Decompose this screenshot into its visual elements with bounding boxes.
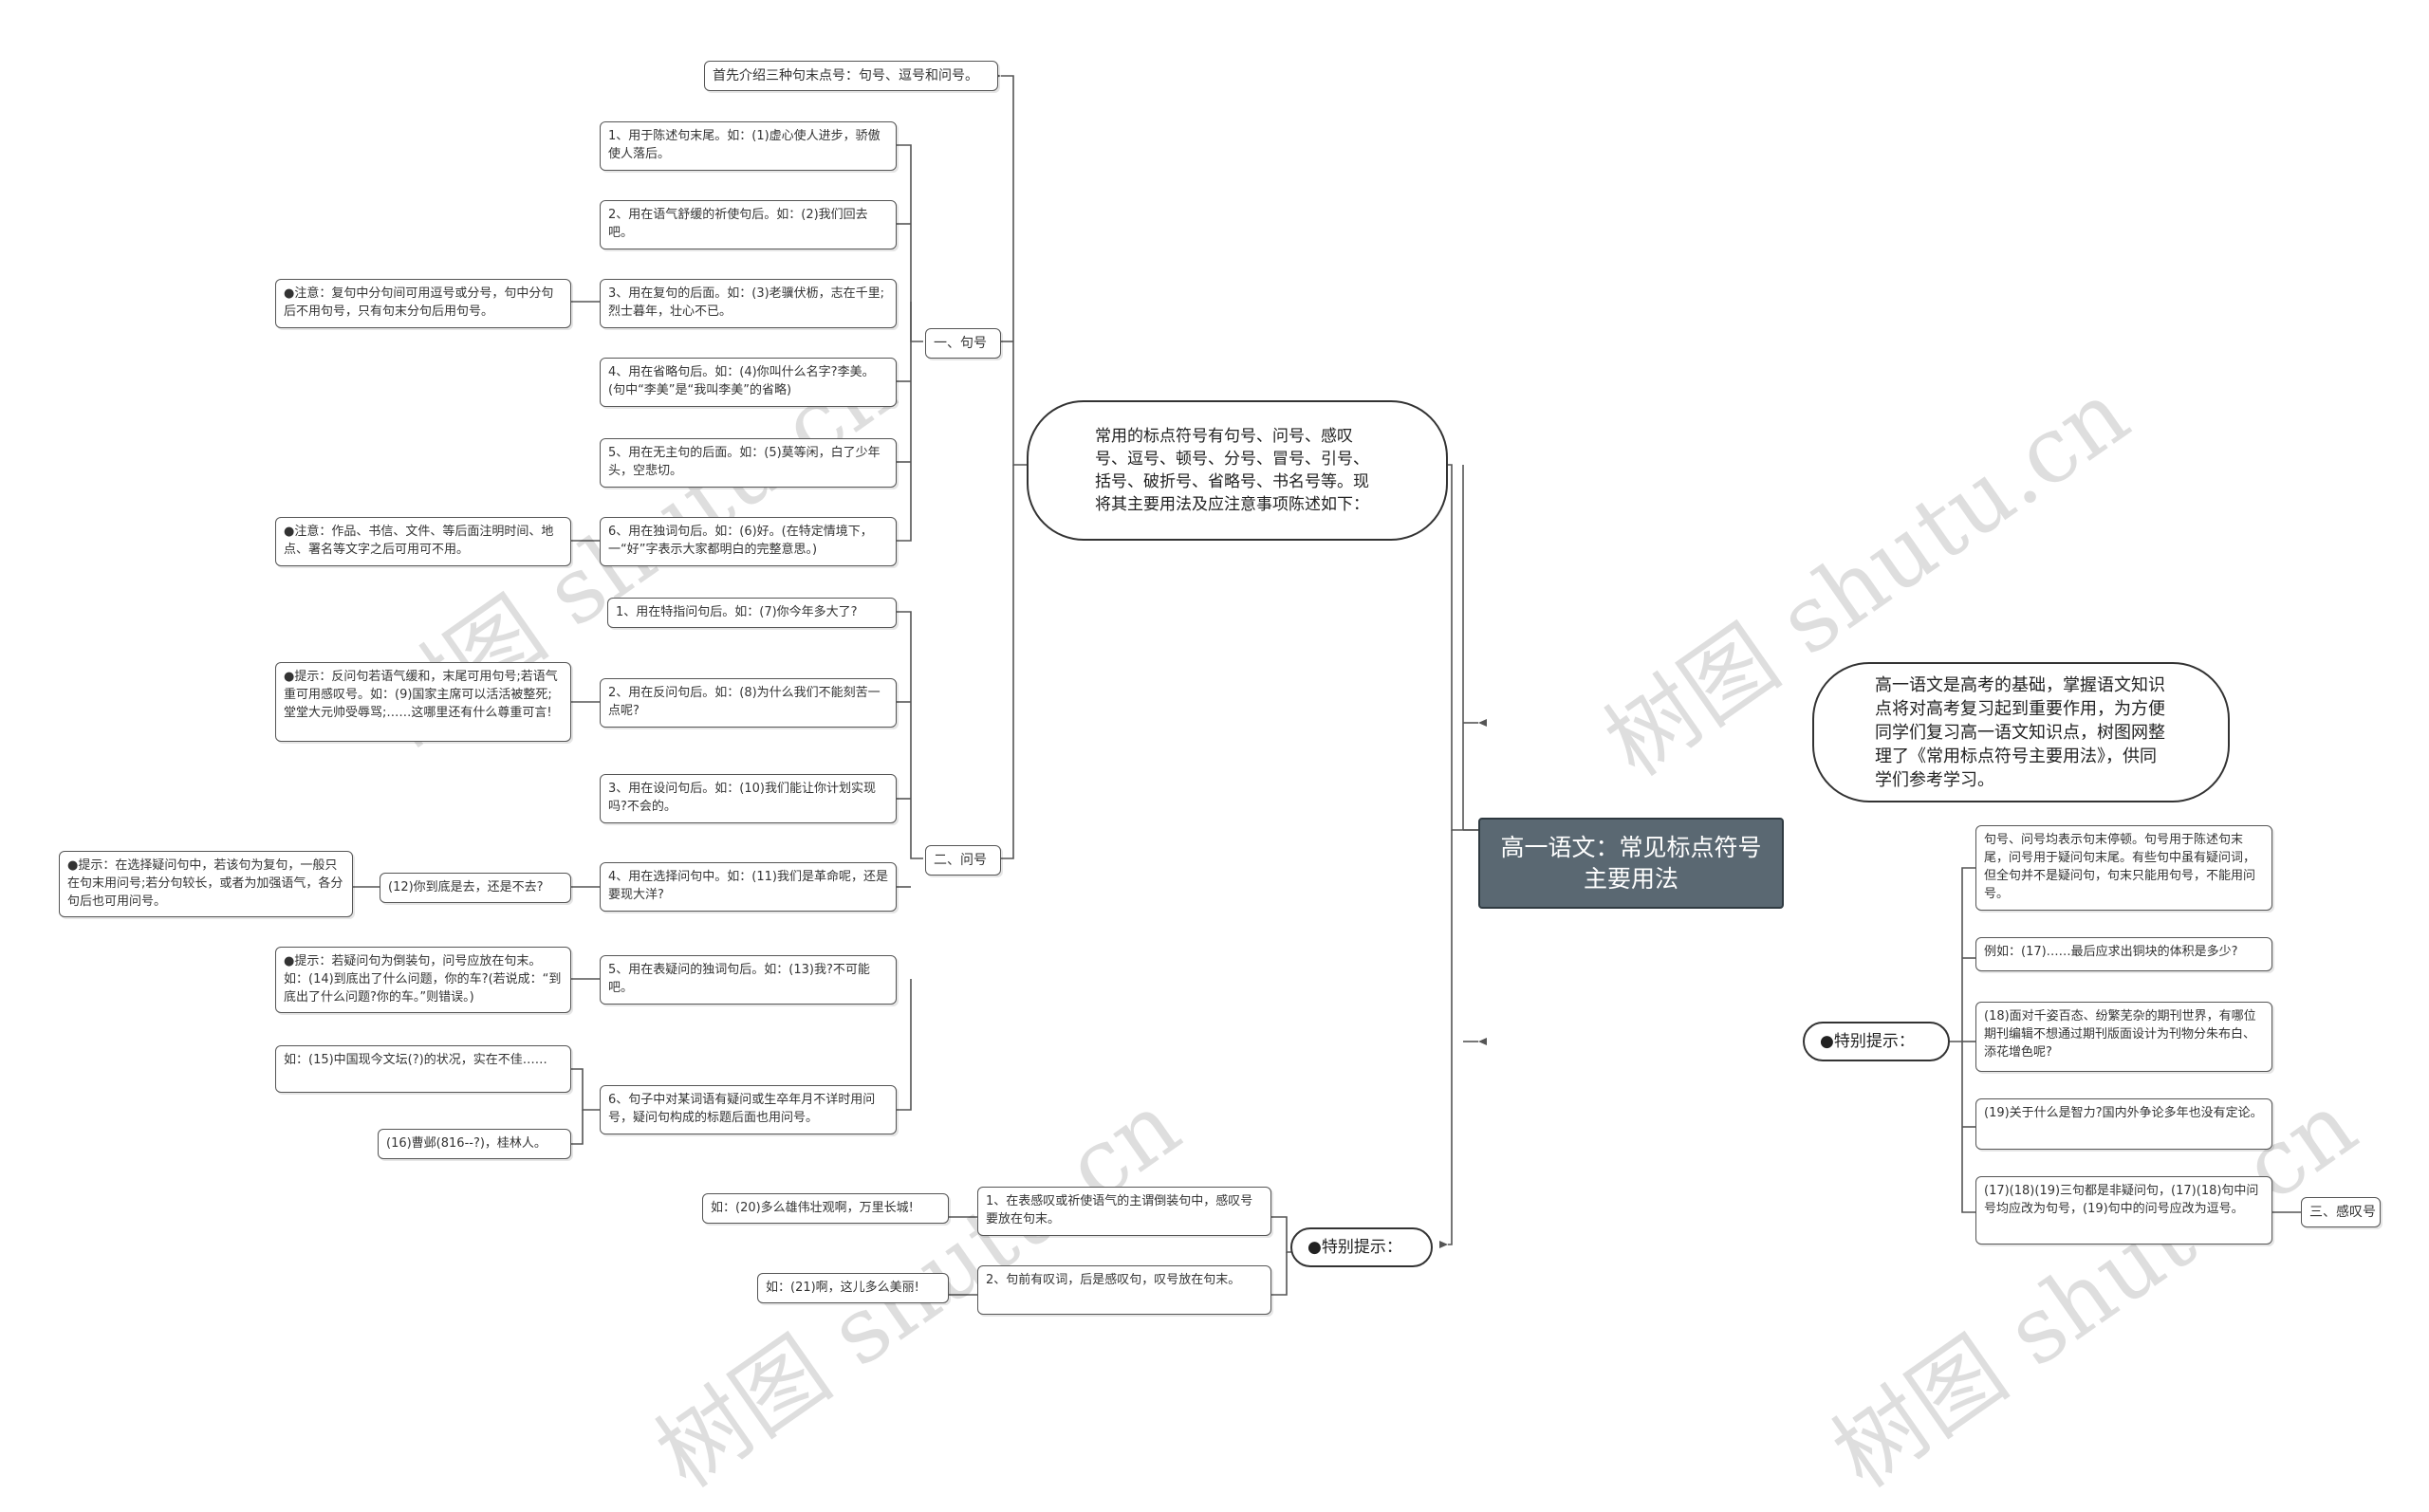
juhao-item-text: 3、用在复句的后面。如：(3)老骥伏枥，志在千里;烈士暮年，壮心不已。 xyxy=(608,286,885,319)
category-ganhao[interactable]: 三、感叹号 xyxy=(2301,1197,2381,1227)
wenhao-item-text: 4、用在选择问句中。如：(11)我们是革命呢，还是要现大洋? xyxy=(608,870,888,902)
intro-node[interactable]: 高一语文是高考的基础，掌握语文知识点将对高考复习起到重要作用，为方便同学们复习高… xyxy=(1812,662,2230,802)
juhao-item-text: 2、用在语气舒缓的祈使句后。如：(2)我们回去吧。 xyxy=(608,208,868,240)
left-special-tip[interactable]: ●特别提示： xyxy=(1290,1227,1433,1267)
left-special-example[interactable]: 如：(21)啊，这儿多么美丽! xyxy=(757,1273,949,1303)
wenhao-example-text: (16)曹邺(816--?)，桂林人。 xyxy=(386,1136,547,1151)
right-special-tip[interactable]: ●特别提示： xyxy=(1803,1022,1950,1061)
wenhao-example-text: (12)你到底是去，还是不去? xyxy=(388,880,544,894)
intro-text: 高一语文是高考的基础，掌握语文知识点将对高考复习起到重要作用，为方便同学们复习高… xyxy=(1875,674,2165,790)
juhao-note[interactable]: ●注意：作品、书信、文件、等后面注明时间、地点、署名等文字之后可用可不用。 xyxy=(275,517,571,566)
right-special-item[interactable]: 例如：(17)……最后应求出铜块的体积是多少? xyxy=(1975,937,2272,971)
left-special-example-text: 如：(20)多么雄伟壮观啊，万里长城! xyxy=(711,1201,914,1215)
wenhao-tip[interactable]: ●提示：在选择疑问句中，若该句为复句，一般只在句末用问号;若分句较长，或者为加强… xyxy=(59,851,353,917)
juhao-item-text: 4、用在省略句后。如：(4)你叫什么名字?李美。(句中“李美”是“我叫李美”的省… xyxy=(608,365,875,397)
juhao-item-text: 1、用于陈述句末尾。如：(1)虚心使人进步，骄傲使人落后。 xyxy=(608,129,881,161)
category-ganhao-label: 三、感叹号 xyxy=(2309,1205,2376,1220)
right-special-label: ●特别提示： xyxy=(1820,1032,1915,1051)
juhao-note-text: ●注意：作品、书信、文件、等后面注明时间、地点、署名等文字之后可用可不用。 xyxy=(284,525,554,557)
left-special-item-text: 1、在表感叹或祈使语气的主谓倒装句中，感叹号要放在句末。 xyxy=(986,1194,1253,1226)
wenhao-item-text: 2、用在反问句后。如：(8)为什么我们不能刻苦一点呢? xyxy=(608,686,881,718)
left-special-item[interactable]: 1、在表感叹或祈使语气的主谓倒装句中，感叹号要放在句末。 xyxy=(977,1187,1271,1236)
wenhao-item[interactable]: 4、用在选择问句中。如：(11)我们是革命呢，还是要现大洋? xyxy=(600,862,897,912)
juhao-item-text: 6、用在独词句后。如：(6)好。(在特定情境下，一“好”字表示大家都明白的完整意… xyxy=(608,525,873,557)
category-wenhao[interactable]: 二、问号 xyxy=(925,845,1001,876)
wenhao-item-text: 6、句子中对某词语有疑问或生卒年月不详时用问号，疑问句构成的标题后面也用问号。 xyxy=(608,1093,876,1125)
juhao-item[interactable]: 2、用在语气舒缓的祈使句后。如：(2)我们回去吧。 xyxy=(600,200,897,249)
wenhao-item[interactable]: 6、句子中对某词语有疑问或生卒年月不详时用问号，疑问句构成的标题后面也用问号。 xyxy=(600,1085,897,1134)
wenhao-example-text: 如：(15)中国现今文坛(?)的状况，实在不佳…… xyxy=(284,1053,547,1067)
summary-text: 常用的标点符号有句号、问号、感叹号、逗号、顿号、分号、冒号、引号、括号、破折号、… xyxy=(1095,427,1369,514)
juhao-item-text: 5、用在无主句的后面。如：(5)莫等闲，白了少年头，空悲切。 xyxy=(608,446,881,478)
connector-lines xyxy=(344,72,2309,1299)
left-special-example-text: 如：(21)啊，这儿多么美丽! xyxy=(766,1281,919,1295)
right-special-item-text: 句号、问号均表示句末停顿。句号用于陈述句末尾，问号用于疑问句末尾。有些句中虽有疑… xyxy=(1984,833,2256,901)
category-juhao-label: 一、句号 xyxy=(934,336,987,351)
summary-node[interactable]: 常用的标点符号有句号、问号、感叹号、逗号、顿号、分号、冒号、引号、括号、破折号、… xyxy=(1027,400,1448,541)
juhao-item[interactable]: 1、用于陈述句末尾。如：(1)虚心使人进步，骄傲使人落后。 xyxy=(600,121,897,171)
wenhao-example[interactable]: 如：(15)中国现今文坛(?)的状况，实在不佳…… xyxy=(275,1045,571,1093)
juhao-note-text: ●注意：复句中分句间可用逗号或分号，句中分句后不用句号，只有句末分句后用句号。 xyxy=(284,286,554,319)
right-special-item[interactable]: 句号、问号均表示句末停顿。句号用于陈述句末尾，问号用于疑问句末尾。有些句中虽有疑… xyxy=(1975,825,2272,911)
wenhao-tip[interactable]: ●提示：若疑问句为倒装句，问号应放在句末。如：(14)到底出了什么问题，你的车?… xyxy=(275,947,571,1013)
juhao-item[interactable]: 6、用在独词句后。如：(6)好。(在特定情境下，一“好”字表示大家都明白的完整意… xyxy=(600,517,897,566)
intro-note-text: 首先介绍三种句末点号：句号、逗号和问号。 xyxy=(713,68,978,83)
wenhao-tip-text: ●提示：在选择疑问句中，若该句为复句，一般只在句末用问号;若分句较长，或者为加强… xyxy=(67,858,343,909)
left-special-example[interactable]: 如：(20)多么雄伟壮观啊，万里长城! xyxy=(702,1193,949,1224)
wenhao-item[interactable]: 2、用在反问句后。如：(8)为什么我们不能刻苦一点呢? xyxy=(600,678,897,728)
wenhao-item[interactable]: 3、用在设问句后。如：(10)我们能让你计划实现吗?不会的。 xyxy=(600,774,897,823)
wenhao-item[interactable]: 1、用在特指问句后。如：(7)你今年多大了? xyxy=(607,598,897,628)
category-wenhao-label: 二、问号 xyxy=(934,853,987,868)
right-special-item[interactable]: (19)关于什么是智力?国内外争论多年也没有定论。 xyxy=(1975,1098,2272,1150)
root-topic[interactable]: 高一语文：常见标点符号主要用法 xyxy=(1478,818,1784,909)
wenhao-example[interactable]: (12)你到底是去，还是不去? xyxy=(380,873,571,903)
mindmap-canvas: 树图 shutu.cn 树图 shutu.cn 树图 shutu.cn 树图 s… xyxy=(59,61,2381,1508)
juhao-note[interactable]: ●注意：复句中分句间可用逗号或分号，句中分句后不用句号，只有句末分句后用句号。 xyxy=(275,279,571,328)
juhao-item[interactable]: 5、用在无主句的后面。如：(5)莫等闲，白了少年头，空悲切。 xyxy=(600,438,897,488)
wenhao-item-text: 5、用在表疑问的独词句后。如：(13)我?不可能吧。 xyxy=(608,963,870,995)
right-special-item-text: 例如：(17)……最后应求出铜块的体积是多少? xyxy=(1984,945,2238,959)
wenhao-tip-text: ●提示：若疑问句为倒装句，问号应放在句末。如：(14)到底出了什么问题，你的车?… xyxy=(284,954,562,1005)
wenhao-example[interactable]: (16)曹邺(816--?)，桂林人。 xyxy=(378,1129,571,1159)
right-special-item-text: (17)(18)(19)三句都是非疑问句，(17)(18)句中问号均应改为句号，… xyxy=(1984,1184,2259,1216)
right-special-item-text: (18)面对千姿百态、纷繁芜杂的期刊世界，有哪位期刊编辑不想通过期刊版面设计为刊… xyxy=(1984,1009,2256,1060)
wenhao-tip-text: ●提示：反问句若语气缓和，末尾可用句号;若语气重可用感叹号。如：(9)国家主席可… xyxy=(284,670,558,720)
root-title: 高一语文：常见标点符号主要用法 xyxy=(1500,834,1762,893)
right-special-item[interactable]: (18)面对千姿百态、纷繁芜杂的期刊世界，有哪位期刊编辑不想通过期刊版面设计为刊… xyxy=(1975,1002,2272,1072)
wenhao-item-text: 1、用在特指问句后。如：(7)你今年多大了? xyxy=(616,605,858,619)
juhao-item[interactable]: 4、用在省略句后。如：(4)你叫什么名字?李美。(句中“李美”是“我叫李美”的省… xyxy=(600,358,897,407)
juhao-item[interactable]: 3、用在复句的后面。如：(3)老骥伏枥，志在千里;烈士暮年，壮心不已。 xyxy=(600,279,897,328)
category-juhao[interactable]: 一、句号 xyxy=(925,328,1001,359)
wenhao-item[interactable]: 5、用在表疑问的独词句后。如：(13)我?不可能吧。 xyxy=(600,955,897,1005)
left-special-item[interactable]: 2、句前有叹词，后是感叹句，叹号放在句末。 xyxy=(977,1265,1271,1315)
left-special-item-text: 2、句前有叹词，后是感叹句，叹号放在句末。 xyxy=(986,1273,1241,1287)
left-special-label: ●特别提示： xyxy=(1307,1238,1402,1257)
right-special-item[interactable]: (17)(18)(19)三句都是非疑问句，(17)(18)句中问号均应改为句号，… xyxy=(1975,1176,2272,1245)
intro-note[interactable]: 首先介绍三种句末点号：句号、逗号和问号。 xyxy=(704,61,998,91)
wenhao-item-text: 3、用在设问句后。如：(10)我们能让你计划实现吗?不会的。 xyxy=(608,782,876,814)
right-special-item-text: (19)关于什么是智力?国内外争论多年也没有定论。 xyxy=(1984,1106,2263,1120)
wenhao-tip[interactable]: ●提示：反问句若语气缓和，末尾可用句号;若语气重可用感叹号。如：(9)国家主席可… xyxy=(275,662,571,742)
